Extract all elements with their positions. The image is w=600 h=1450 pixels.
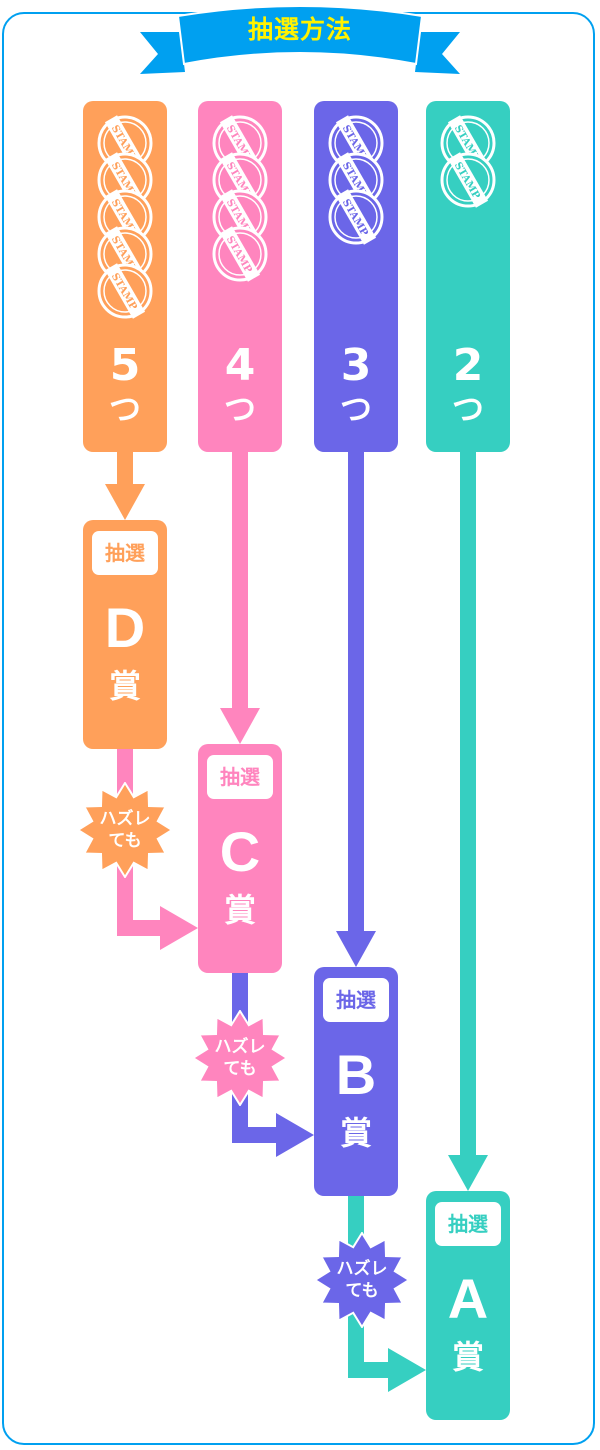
stamp-count: 3 [340,340,372,391]
stamp-count: 4 [224,340,256,391]
stamp-icons: STAMP STAMP [440,115,496,208]
starburst-icon [77,782,173,878]
down-arrow [105,452,145,520]
miss-label-line1: ハズレ [99,809,151,829]
lottery-badge: 抽選 [207,755,273,799]
count-suffix: つ [451,390,484,428]
miss-label-line2: ても [345,1281,379,1301]
prize-letter: A [447,1267,489,1330]
stamp-icons: STAMP STAMP STAMP [328,115,384,245]
title-banner: 抽選方法 [140,2,460,77]
miss-label-line2: ても [223,1059,257,1079]
elbow-arrow [232,972,314,1157]
starburst-icon [314,1232,410,1328]
count-suffix: つ [339,390,372,428]
lottery-badge: 抽選 [435,1202,501,1246]
miss-starburst: ハズレても [192,1010,288,1106]
elbow-arrow [117,748,198,950]
prize-suffix: 賞 [451,1338,484,1376]
stamp-icon: STAMP [212,226,268,282]
stamp-icons: STAMP STAMP STAMP STAMP [212,115,268,282]
ribbon-icon [140,5,460,74]
miss-label-line2: ても [108,831,142,851]
prize-letter: D [104,596,146,659]
down-arrow [220,452,260,744]
stamp-count: 2 [452,340,484,391]
lottery-badge: 抽選 [92,531,158,575]
stamp-count: 5 [109,340,141,391]
miss-label-line1: ハズレ [336,1259,388,1279]
count-suffix: つ [108,390,141,428]
down-arrow [448,452,488,1191]
miss-label-line1: ハズレ [214,1037,266,1057]
prize-suffix: 賞 [223,891,256,929]
count-suffix: つ [223,390,256,428]
stamp-icons: STAMP STAMP STAMP STAMP STAMP [97,115,153,319]
down-arrow [336,452,376,967]
prize-letter: C [219,820,261,883]
starburst-icon [192,1010,288,1106]
miss-starburst: ハズレても [314,1232,410,1328]
page-title: 抽選方法 [247,15,352,44]
lottery-badge: 抽選 [323,978,389,1022]
stamp-icon: STAMP [328,189,384,245]
prize-suffix: 賞 [108,667,141,705]
miss-starburst: ハズレても [77,782,173,878]
prize-letter: B [335,1043,377,1106]
prize-suffix: 賞 [339,1114,372,1152]
stamp-icon: STAMP [440,152,496,208]
stamp-icon: STAMP [97,263,153,319]
